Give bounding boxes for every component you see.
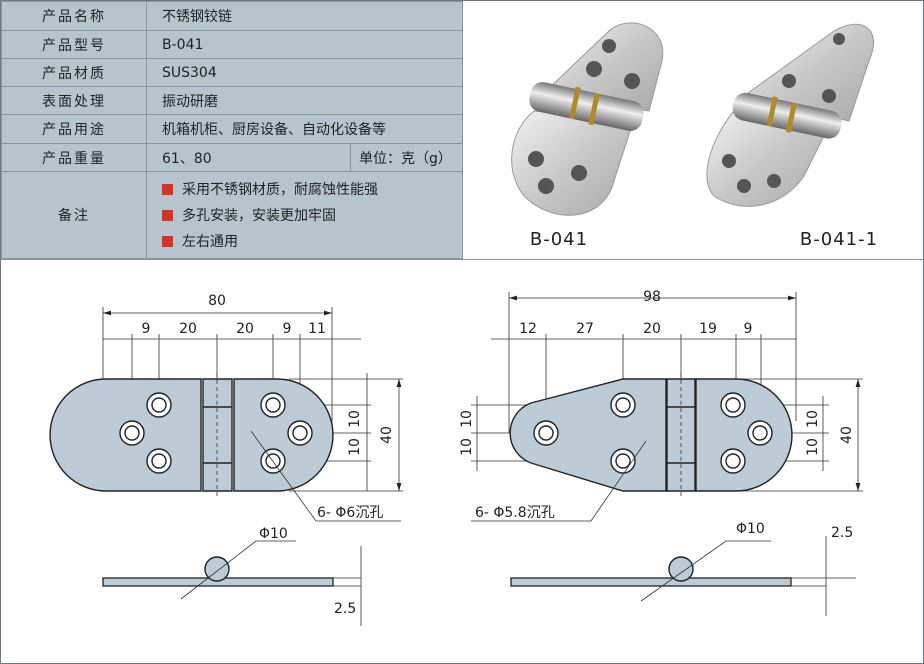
dim-segment: 27 [576,321,594,337]
spec-key: 产品材质 [1,58,147,87]
dim-vertical: 40 [379,426,395,444]
note-text: 采用不锈钢材质，耐腐蚀性能强 [182,182,378,198]
dim-vertical: 40 [839,426,855,444]
note-item: 采用不锈钢材质，耐腐蚀性能强 [162,176,462,202]
dim-segment: 20 [643,321,661,337]
spec-value: B-041 [146,30,463,59]
technical-drawings: 80 9 20 20 9 11 10 10 40 6- Φ6沉孔 Φ10 2.5 [49,289,863,626]
notes-list: 采用不锈钢材质，耐腐蚀性能强 多孔安装，安装更加牢固 左右通用 [146,171,463,259]
spec-key: 产品用途 [1,114,147,144]
dim-overall: 98 [643,289,661,305]
hole-note: 6- Φ6沉孔 [317,505,383,521]
dim-segment: 9 [744,321,753,337]
photo-label: B-041 [530,229,588,250]
note-item: 多孔安装，安装更加牢固 [162,202,462,228]
spec-value: 61、80 [146,143,351,172]
bullet-icon [162,183,173,195]
dim-segment: 20 [236,321,254,337]
note-text: 左右通用 [182,234,238,250]
pin-diameter: Φ10 [259,526,288,542]
photo-label: B-041-1 [800,229,878,250]
spec-key: 产品名称 [1,1,147,31]
drawing-left [49,307,403,626]
dim-vertical: 10 [347,410,363,428]
pin-diameter: Φ10 [736,521,765,537]
spec-key: 产品型号 [1,30,147,59]
spec-value: 不锈钢铰链 [146,1,463,31]
note-text: 多孔安装，安装更加牢固 [182,208,336,224]
dim-vertical: 10 [459,410,475,428]
dim-segment: 19 [699,321,717,337]
bullet-icon [162,235,173,247]
spec-value: 机箱机柜、厨房设备、自动化设备等 [146,114,463,144]
spec-key: 表面处理 [1,86,147,115]
dim-vertical: 10 [805,438,821,456]
thickness: 2.5 [831,525,853,541]
dim-vertical: 10 [347,438,363,456]
photo-b041-1 [706,23,875,207]
dim-segment: 20 [179,321,197,337]
dim-vertical: 10 [459,438,475,456]
spec-value: SUS304 [146,58,463,87]
right-dimensions: 98 12 27 20 19 9 10 10 10 10 40 6- Φ5.8沉… [459,289,855,541]
hole-note: 6- Φ5.8沉孔 [475,505,555,521]
dim-segment: 12 [519,321,537,337]
divider [1,259,923,260]
spec-value: 振动研磨 [146,86,463,115]
bullet-icon [162,209,173,221]
thickness: 2.5 [334,601,356,617]
weight-unit: 单位：克（g） [350,143,463,172]
notes-key: 备注 [1,171,147,259]
product-photos: B-041 B-041-1 [511,22,878,250]
drawing-right [471,292,863,616]
dim-segment: 11 [308,321,326,337]
photo-b041 [511,22,664,216]
dim-segment: 9 [283,321,292,337]
note-item: 左右通用 [162,228,462,254]
dim-vertical: 10 [805,410,821,428]
left-dimensions: 80 9 20 20 9 11 10 10 40 6- Φ6沉孔 Φ10 2.5 [142,293,395,617]
spec-key: 产品重量 [1,143,147,172]
dim-overall: 80 [208,293,226,309]
dim-segment: 9 [142,321,151,337]
